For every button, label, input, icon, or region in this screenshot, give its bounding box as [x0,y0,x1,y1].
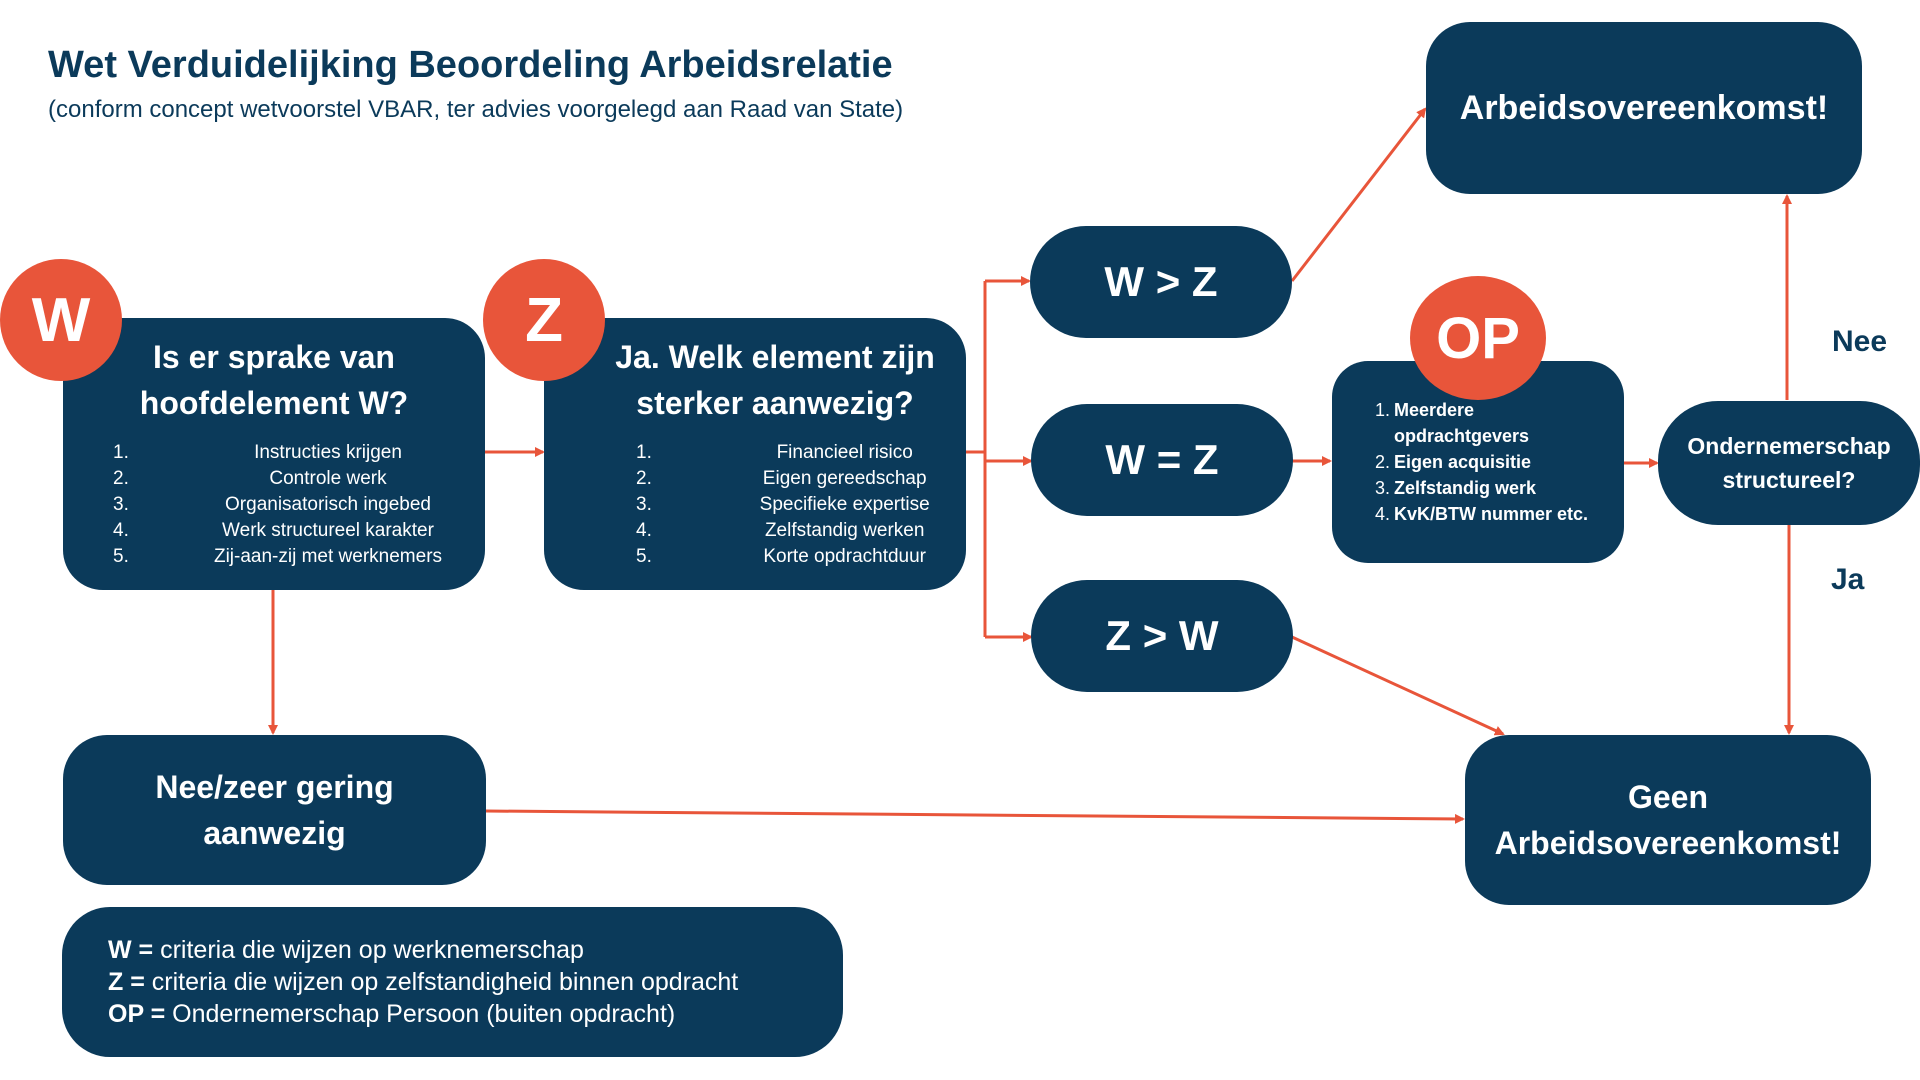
list-num: 5. [636,546,652,567]
list-item: 4. Werk structureel karakter [113,518,485,544]
list-text: Zelfstandig werken [764,520,925,541]
list-item: 1. Instructies krijgen [113,440,485,466]
outcome-w-eq-z: W = Z [1031,404,1293,516]
list-num: 4. [636,520,652,541]
ondernemerschap-line2: structureel? [1722,467,1856,493]
list-text: Zij-aan-zij met werknemers [213,546,443,567]
list-num: 3. [1374,478,1390,498]
arrow-nee-to-geen [485,809,1465,824]
label-ja: Ja [1831,563,1865,596]
list-num: 1. [1374,400,1390,420]
legend-text: criteria die wijzen op zelfstandigheid b… [144,968,739,996]
list-item: 2. Eigen gereedschap [636,466,966,492]
geen-line2: Arbeidsovereenkomst! [1494,825,1842,861]
list-num: 4. [1374,504,1390,524]
list-num: 2. [113,468,129,489]
badge-w: W [0,259,122,381]
box-hoofdelement-w: Is er sprake van hoofdelement W? 1. Instr… [63,318,485,590]
list-text: Eigen gereedschap [762,468,927,489]
list-num: 1. [636,442,652,463]
box-z-heading: Ja. Welk element zijn sterker aanwezig? [544,334,966,426]
box-z-heading-line2: sterker aanwezig? [636,385,914,421]
legend-item-w: W = criteria die wijzen op werknemerscha… [108,934,843,966]
list-item: 2.Eigen acquisitie [1370,449,1624,475]
list-text: Meerdere [1394,400,1475,420]
outcome-w-gt-z: W > Z [1030,226,1292,338]
box-z-heading-line1: Ja. Welk element zijn [615,339,935,375]
list-item: 5. Zij-aan-zij met werknemers [113,544,485,570]
list-num: 3. [636,494,652,515]
box-nee-zeer-gering: Nee/zeer gering aanwezig [63,735,486,885]
nee-box-line1: Nee/zeer gering [155,769,394,805]
geen-line1: Geen [1627,779,1709,815]
list-text: opdrachtgevers [1394,426,1530,446]
outcome-z-gt-w: Z > W [1031,580,1293,692]
page-title: Wet Verduidelijking Beoordeling Arbeidsr… [48,44,893,86]
legend-item-z: Z = criteria die wijzen op zelfstandighe… [108,966,843,998]
page-subtitle: (conform concept wetvoorstel VBAR, ter a… [48,96,904,123]
box-w-heading-line2: hoofdelement W? [139,385,409,421]
ondernemerschap-line1: Ondernemerschap [1687,433,1891,459]
box-arbeidsovereenkomst: Arbeidsovereenkomst! [1426,22,1862,194]
legend-box: W = criteria die wijzen op werknemerscha… [62,907,843,1057]
list-text: Financieel risico [776,442,913,463]
legend-text: criteria die wijzen op werknemerschap [153,936,584,964]
list-text: Specifieke expertise [759,494,930,515]
list-num [1370,423,1390,449]
list-item: 5. Korte opdrachtduur [636,544,966,570]
arrow-w-gt-z-to-ao [1290,107,1427,282]
list-num: 5. [113,546,129,567]
op-criteria-list: 1.Meerdere opdrachtgevers 2.Eigen acquis… [1370,397,1624,527]
list-num: 1. [113,442,129,463]
box-welk-element: Ja. Welk element zijn sterker aanwezig? … [544,318,966,590]
legend-key: OP = [108,1000,166,1028]
list-text: KvK/BTW nummer etc. [1394,504,1589,524]
w-criteria-list: 1. Instructies krijgen 2. Controle werk 3.… [113,440,485,570]
box-w-heading-line1: Is er sprake van [153,339,395,375]
list-num: 4. [113,520,129,541]
label-nee: Nee [1832,325,1888,358]
list-text: Instructies krijgen [254,442,402,463]
list-item: 3.Zelfstandig werk [1370,475,1624,501]
list-text: Organisatorisch ingebed [225,494,431,515]
legend-text: Ondernemerschap Persoon (buiten opdracht… [165,1000,676,1028]
box-geen-arbeidsovereenkomst: Geen Arbeidsovereenkomst! [1465,735,1871,905]
list-num: 3. [113,494,129,515]
list-item: 4.KvK/BTW nummer etc. [1370,501,1624,527]
list-num: 2. [636,468,652,489]
box-w-heading: Is er sprake van hoofdelement W? [63,334,485,426]
z-criteria-list: 1.Financieel risico 2.Eigen gereedschap … [636,440,966,570]
list-text: Eigen acquisitie [1394,452,1532,472]
list-text: Controle werk [269,468,387,489]
arrow-z-gt-w-to-geen [1291,635,1505,736]
badge-z: Z [483,259,605,381]
list-text: Zelfstandig werk [1394,478,1537,498]
list-item: 3. Organisatorisch ingebed [113,492,485,518]
legend-item-op: OP = Ondernemerschap Persoon (buiten opd… [108,998,843,1030]
list-text: Werk structureel karakter [222,520,434,541]
list-item: 3. Specifieke expertise [636,492,966,518]
list-item: 2. Controle werk [113,466,485,492]
nee-box-line2: aanwezig [203,815,346,851]
list-text: Korte opdrachtduur [763,546,927,567]
list-item: 1. Financieel risico [636,440,966,466]
list-item: 4. Zelfstandig werken [636,518,966,544]
list-item: opdrachtgevers [1370,423,1624,449]
badge-op: OP [1410,276,1546,400]
legend-key: Z = [108,968,145,996]
legend-key: W = [108,936,154,964]
list-item: 1.Meerdere [1370,397,1624,423]
box-ondernemerschap-structureel: Ondernemerschap structureel? [1658,401,1920,525]
list-num: 2. [1374,452,1390,472]
